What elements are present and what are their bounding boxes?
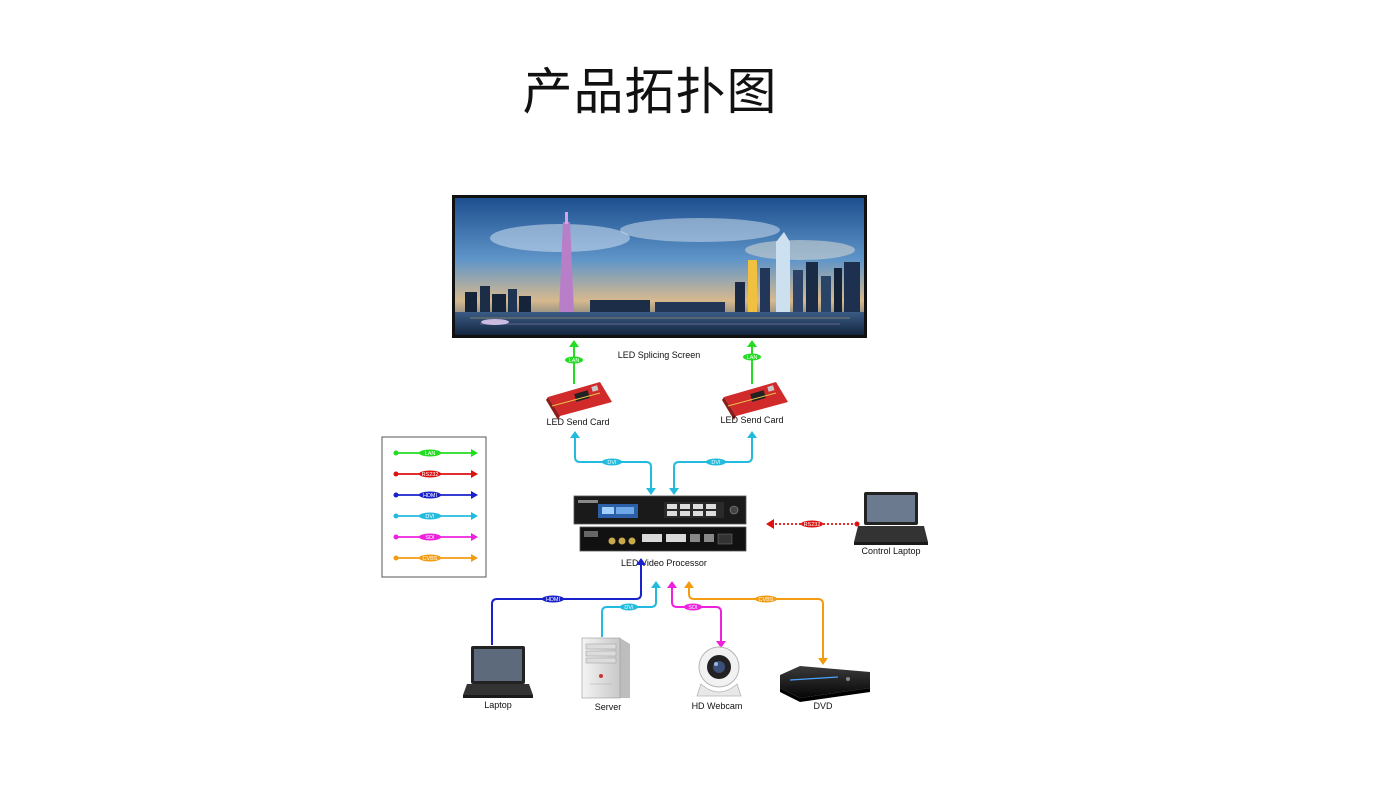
legend-dot [393, 471, 399, 477]
legend-label: RS232 [422, 472, 439, 478]
legend-pill [419, 470, 441, 478]
dvd [780, 666, 870, 702]
legend-item-dvi: DVI [393, 512, 478, 520]
label-screen: LED Splicing Screen [618, 350, 701, 360]
legend-dot [393, 534, 399, 540]
cvbs-label: CVBS [759, 597, 774, 603]
label-control-laptop: Control Laptop [861, 546, 920, 556]
legend-label: CVBS [423, 556, 438, 562]
label-send-card-left: LED Send Card [546, 417, 609, 427]
control-laptop [854, 492, 928, 545]
hd-webcam [696, 646, 742, 697]
legend-label: LAN [425, 451, 436, 457]
city-skyline-screen-icon [455, 198, 864, 335]
link-cvbs: CVBS [684, 581, 828, 665]
legend-item-lan: LAN [393, 449, 478, 457]
link-dvi-right: DVI [669, 431, 757, 495]
legend-item-rs232: RS232 [393, 470, 478, 478]
legend-arrow [471, 449, 478, 457]
legend-pill [419, 512, 441, 520]
page-title: 产品拓扑图 [522, 63, 778, 121]
legend-arrow [471, 470, 478, 478]
tower-server-icon [581, 637, 630, 699]
link-lan-right: LAN [743, 340, 761, 384]
legend-dot [393, 450, 399, 456]
label-laptop: Laptop [484, 700, 512, 710]
led-splicing-screen [452, 195, 867, 338]
legend-dot [393, 492, 399, 498]
label-processor: LED Video Processor [621, 558, 707, 568]
legend-pill [419, 491, 441, 499]
link-sdi: SDI [667, 581, 726, 648]
link-lan-left: LAN [565, 340, 583, 384]
label-send-card-right: LED Send Card [720, 415, 783, 425]
legend-label: HDMI [423, 493, 438, 499]
send-card-left [546, 382, 612, 420]
dvi-server-label: DVI [624, 605, 634, 611]
link-dvi-server: DVI [601, 581, 661, 637]
link-rs232: RS232 [766, 519, 860, 529]
label-webcam: HD Webcam [692, 701, 743, 711]
legend-pill [419, 554, 441, 562]
legend-arrow [471, 491, 478, 499]
link-dvi-left: DVI [570, 431, 656, 495]
led-video-processor [573, 495, 747, 552]
legend-dot [393, 513, 399, 519]
rs232-label: RS232 [804, 522, 821, 528]
legend-dot [393, 555, 399, 561]
legend-item-cvbs: CVBS [393, 554, 478, 562]
legend-arrow [471, 554, 478, 562]
hdmi-label: HDMI [546, 597, 561, 603]
lan-right-label: LAN [747, 355, 758, 361]
laptop-icon [463, 646, 533, 698]
label-dvd: DVD [813, 701, 833, 711]
legend-pill [419, 449, 441, 457]
send-card-right [722, 382, 788, 420]
legend-item-sdi: SDI [393, 533, 478, 541]
laptop [463, 646, 533, 698]
legend-item-hdmi: HDMI [393, 491, 478, 499]
legend-arrow [471, 533, 478, 541]
dvi-right-label: DVI [711, 460, 721, 466]
dvi-left-label: DVI [607, 460, 617, 466]
dvd-player-icon [780, 666, 870, 702]
rack-processor-icon [573, 495, 747, 552]
webcam-icon [696, 646, 742, 697]
legend-label: SDI [425, 535, 435, 541]
laptop-icon [854, 492, 928, 545]
sdi-label: SDI [688, 605, 698, 611]
lan-left-label: LAN [569, 358, 580, 364]
legend-label: DVI [425, 514, 435, 520]
link-hdmi: HDMI [491, 558, 646, 645]
pcie-card-icon [722, 382, 788, 420]
legend-pill [419, 533, 441, 541]
server [581, 637, 630, 699]
label-server: Server [595, 702, 622, 712]
legend-arrow [471, 512, 478, 520]
pcie-card-icon [546, 382, 612, 420]
